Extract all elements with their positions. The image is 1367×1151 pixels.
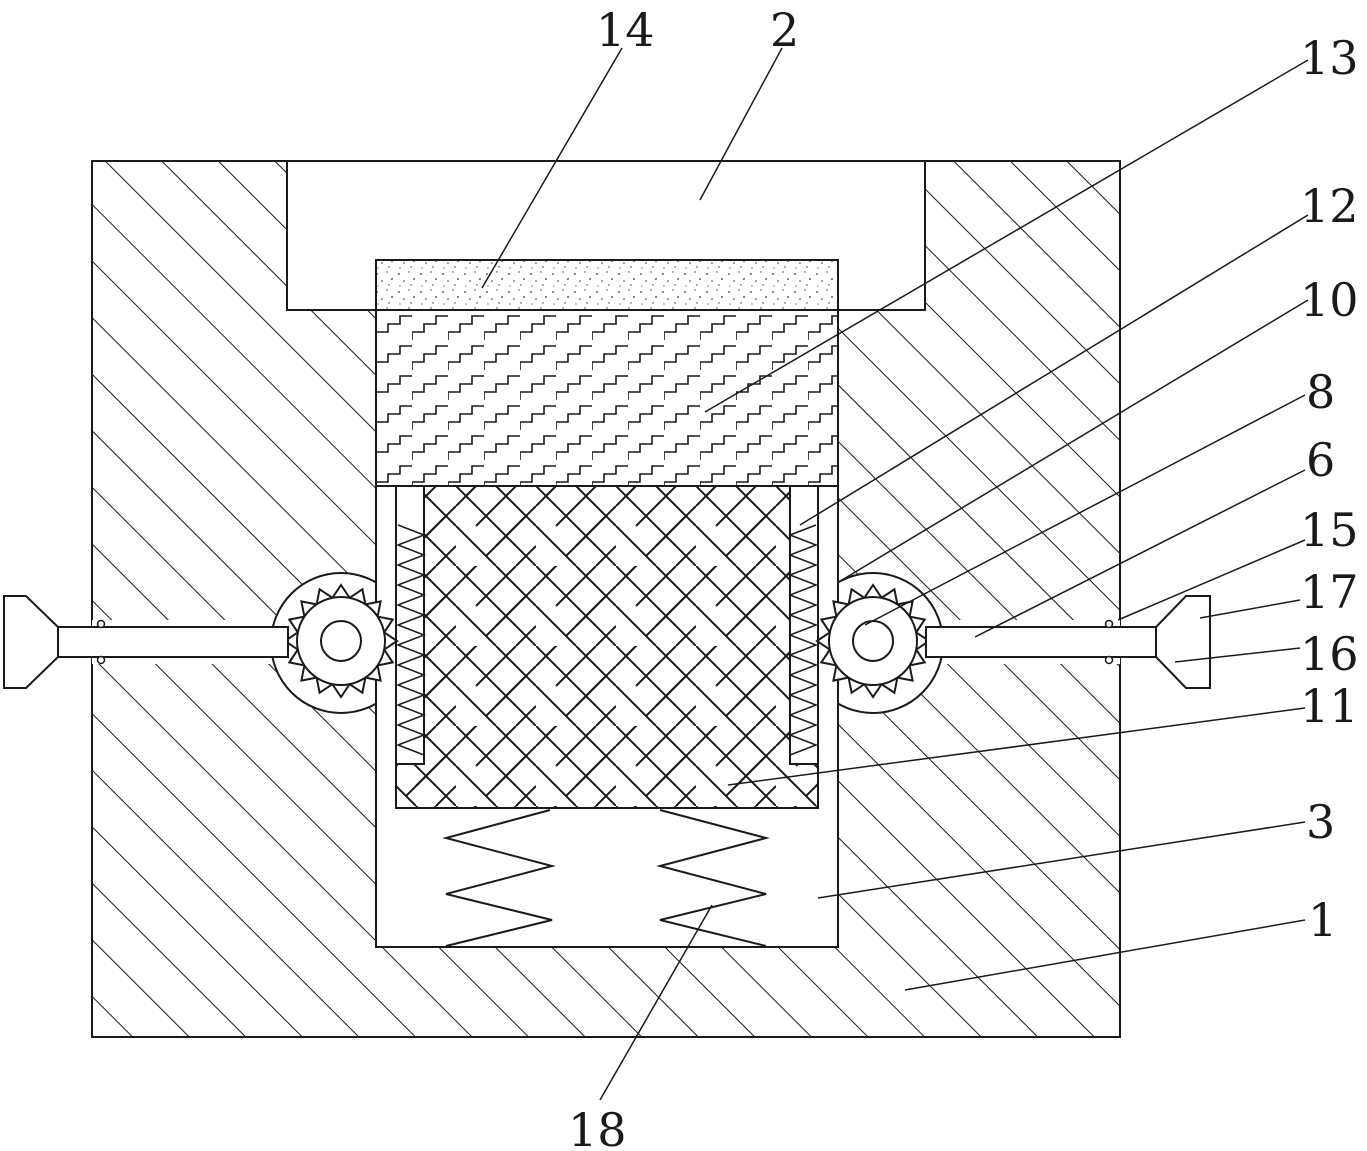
gear-hub [852, 620, 894, 662]
label-2: 2 [770, 3, 799, 57]
bearing-dot [96, 655, 106, 665]
right-gear [815, 583, 931, 699]
label-14: 14 [596, 3, 655, 57]
left-handle [3, 595, 59, 689]
label-13: 13 [1300, 31, 1359, 85]
left-spring [442, 809, 556, 947]
right-spring [656, 809, 770, 947]
left-gear [283, 583, 399, 699]
label-11: 11 [1300, 679, 1359, 733]
leader-lines [481, 47, 1309, 1101]
label-1: 1 [1308, 893, 1337, 947]
left-rack-teeth [395, 524, 427, 756]
right-rack-teeth [787, 524, 819, 756]
stair-layer [375, 309, 839, 487]
right-rack-bar [789, 485, 819, 765]
left-rack-bar [395, 485, 425, 765]
label-6: 6 [1306, 433, 1335, 487]
label-3: 3 [1306, 795, 1335, 849]
label-8: 8 [1306, 365, 1335, 419]
bearing-dot [96, 619, 106, 629]
label-17: 17 [1300, 565, 1359, 619]
bearing-dot [1104, 655, 1114, 665]
bearing-dot [1104, 619, 1114, 629]
right-handle [1155, 595, 1211, 689]
label-10: 10 [1300, 273, 1359, 327]
label-16: 16 [1300, 627, 1359, 681]
label-15: 15 [1300, 503, 1359, 557]
right-shaft [925, 626, 1161, 658]
dotted-layer [375, 259, 839, 311]
label-12: 12 [1300, 179, 1359, 233]
herringbone-block [395, 485, 819, 809]
gear-hub [320, 620, 362, 662]
label-18: 18 [568, 1103, 627, 1151]
left-shaft [57, 626, 289, 658]
